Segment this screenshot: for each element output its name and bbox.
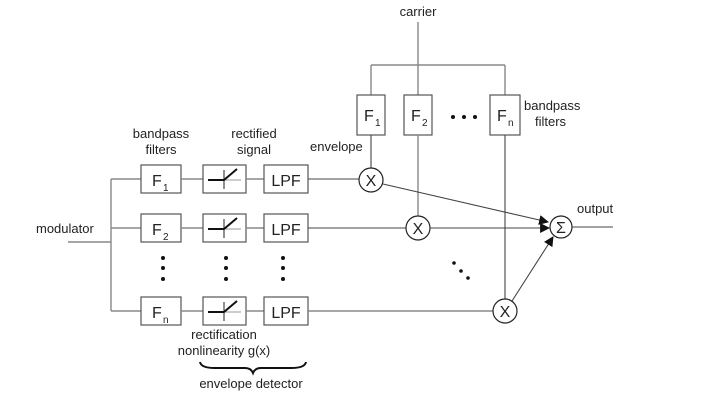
rectification-label: rectification — [191, 327, 257, 342]
rectifier-icon — [208, 168, 241, 189]
envelope-detector-label: envelope detector — [199, 376, 303, 391]
svg-text:F: F — [152, 222, 162, 239]
svg-text:F: F — [497, 108, 507, 125]
svg-text:F: F — [411, 108, 421, 125]
nonlinearity-label: nonlinearity g(x) — [178, 343, 271, 358]
envelope-label: envelope — [310, 139, 363, 154]
svg-text:F: F — [152, 305, 162, 322]
svg-text:1: 1 — [375, 118, 381, 129]
svg-text:2: 2 — [422, 118, 428, 129]
channel-row-n: F n LPF X — [111, 296, 518, 326]
multiplier-1 — [358, 167, 384, 193]
svg-text:X: X — [413, 221, 424, 238]
brace — [199, 361, 307, 376]
channel-row-1: F 1 LPF X — [111, 164, 384, 194]
output-label: output — [577, 201, 614, 216]
svg-text:LPF: LPF — [271, 173, 301, 190]
svg-text:2: 2 — [163, 232, 169, 243]
filters-left-label: filters — [145, 142, 177, 157]
multiplier-n — [492, 298, 518, 324]
svg-text:1: 1 — [163, 183, 169, 194]
svg-text:LPF: LPF — [271, 305, 301, 322]
bandpass-left-label: bandpass — [133, 126, 190, 141]
rectified-label: rectified — [231, 126, 277, 141]
ellipsis-vertical — [161, 256, 285, 281]
filters-right-label: filters — [535, 114, 567, 129]
svg-text:X: X — [366, 173, 377, 190]
svg-text:F: F — [364, 108, 374, 125]
arrow-1 — [382, 183, 549, 225]
svg-text:n: n — [163, 315, 169, 326]
carrier-filter-2: F 2 — [403, 94, 433, 136]
summer-symbol: Σ — [556, 220, 566, 237]
rectifier-icon — [208, 217, 241, 238]
bandpass-right-label: bandpass — [524, 98, 581, 113]
svg-text:X: X — [500, 304, 511, 321]
svg-text:n: n — [508, 118, 514, 129]
carrier-filter-1: F 1 — [356, 94, 386, 136]
arrow-n — [511, 236, 554, 302]
carrier-label: carrier — [400, 4, 438, 19]
rectifier-icon — [208, 300, 241, 321]
svg-text:LPF: LPF — [271, 222, 301, 239]
modulator-label: modulator — [36, 221, 94, 236]
ellipsis-horizontal — [451, 115, 477, 119]
ellipsis-diagonal — [452, 261, 470, 280]
carrier-filter-n: F n — [489, 94, 521, 136]
signal-label: signal — [237, 142, 271, 157]
svg-text:F: F — [152, 173, 162, 190]
channel-row-2: F 2 LPF X — [111, 213, 431, 243]
